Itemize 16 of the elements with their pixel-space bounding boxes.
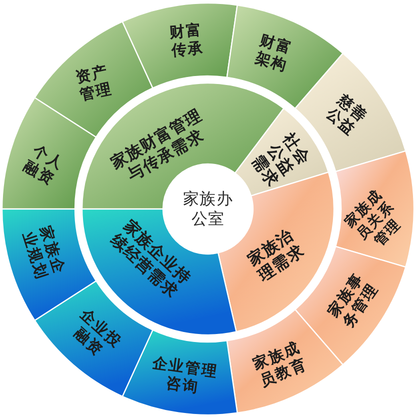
segment-label: 家族企业规划 — [18, 224, 69, 282]
segment-label: 家族财富管理与传承需求 — [107, 104, 208, 186]
segment-label: 家族治理需求 — [244, 224, 308, 286]
segment-label: 资产管理 — [74, 62, 114, 104]
center-label: 家族办公室 — [182, 189, 234, 229]
outer-ring-segment — [121, 2, 239, 90]
segment-label: 财富架构 — [253, 30, 296, 74]
segment-label: 家族成员关系管理 — [341, 186, 405, 251]
segment-label: 家族成员教育 — [250, 338, 310, 390]
segment-label: 个人融资 — [20, 140, 68, 190]
segment-label: 企业管理咨询 — [150, 354, 220, 398]
segment-label: 慈善公益 — [322, 90, 372, 140]
segment-label: 社会公益需求 — [247, 129, 314, 190]
segment-label: 家族事务管理 — [324, 268, 382, 331]
segment-label: 财富传承 — [168, 20, 206, 60]
segment-label: 企业投融资 — [70, 304, 126, 361]
